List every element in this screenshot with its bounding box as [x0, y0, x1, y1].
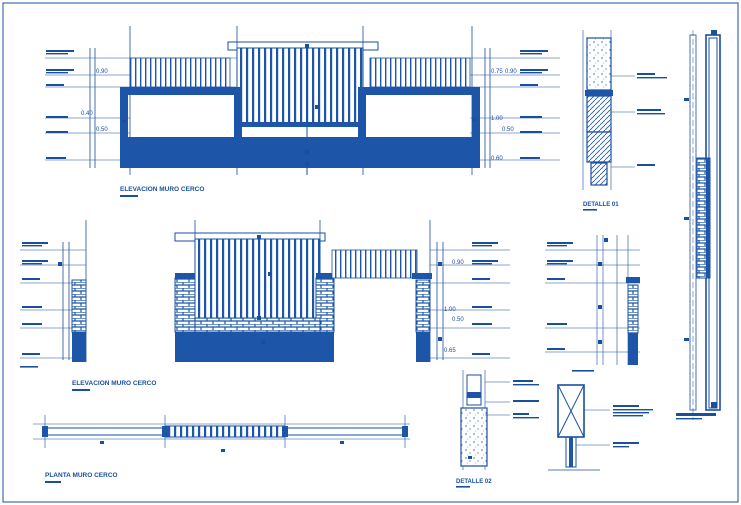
dim-top-left-2: 0.40 — [81, 111, 93, 117]
plan: PLANTA MURO CERCO — [33, 415, 410, 483]
dim-top-right-3: 0.50 — [502, 127, 514, 133]
dim-top-right-1: 0.90 — [505, 69, 517, 75]
elevation-top: 0.90 0.40 0.50 0.75 0.90 1.00 0.50 0.60 … — [45, 26, 560, 197]
detail-02: DETALLE 02 — [456, 370, 539, 488]
dim-top-left-1: 0.90 — [96, 69, 108, 75]
dim-top-right-4: 0.60 — [491, 156, 503, 162]
elevation-bottom: 0.90 1.00 0.50 0.65 ELEVACION MURO CERCO — [20, 220, 510, 391]
title-detail-01: DETALLE 01 — [583, 202, 619, 208]
dim-top-left-3: 0.50 — [96, 127, 108, 133]
section-middle-right — [545, 235, 640, 372]
title-detail-02: DETALLE 02 — [456, 479, 492, 485]
dim-bottom-1: 0.90 — [452, 260, 464, 266]
title-plan: PLANTA MURO CERCO — [45, 472, 118, 479]
detail-01: DETALLE 01 — [582, 30, 667, 211]
title-elevation-bottom: ELEVACION MURO CERCO — [72, 380, 156, 387]
title-elevation-top: ELEVACION MURO CERCO — [120, 186, 204, 193]
dim-top-right-small: 0.75 — [491, 69, 503, 75]
dim-bottom-4: 0.65 — [444, 348, 456, 354]
dim-top-right-2: 1.00 — [491, 116, 503, 122]
dim-bottom-3: 0.50 — [452, 317, 464, 323]
section-right — [676, 30, 721, 420]
detail-post — [548, 384, 653, 471]
dim-bottom-2: 1.00 — [444, 307, 456, 313]
